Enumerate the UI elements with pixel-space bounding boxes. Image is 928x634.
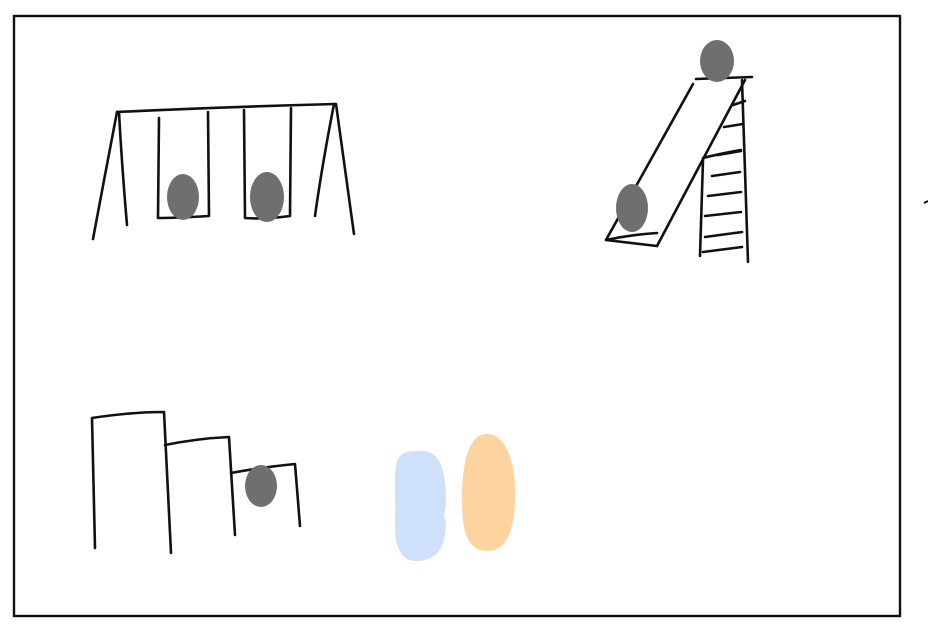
person-blue <box>394 450 446 561</box>
person-orange <box>461 434 515 551</box>
dash-mark-icon <box>923 200 928 204</box>
person-on-steps <box>245 465 277 507</box>
person-on-swing-1 <box>167 174 199 220</box>
canvas-frame <box>12 14 902 618</box>
swing-set <box>91 102 356 241</box>
slide <box>604 75 754 264</box>
person-on-slide-bottom <box>616 184 648 232</box>
person-on-swing-2 <box>250 172 284 222</box>
person-on-slide-top <box>700 40 734 82</box>
